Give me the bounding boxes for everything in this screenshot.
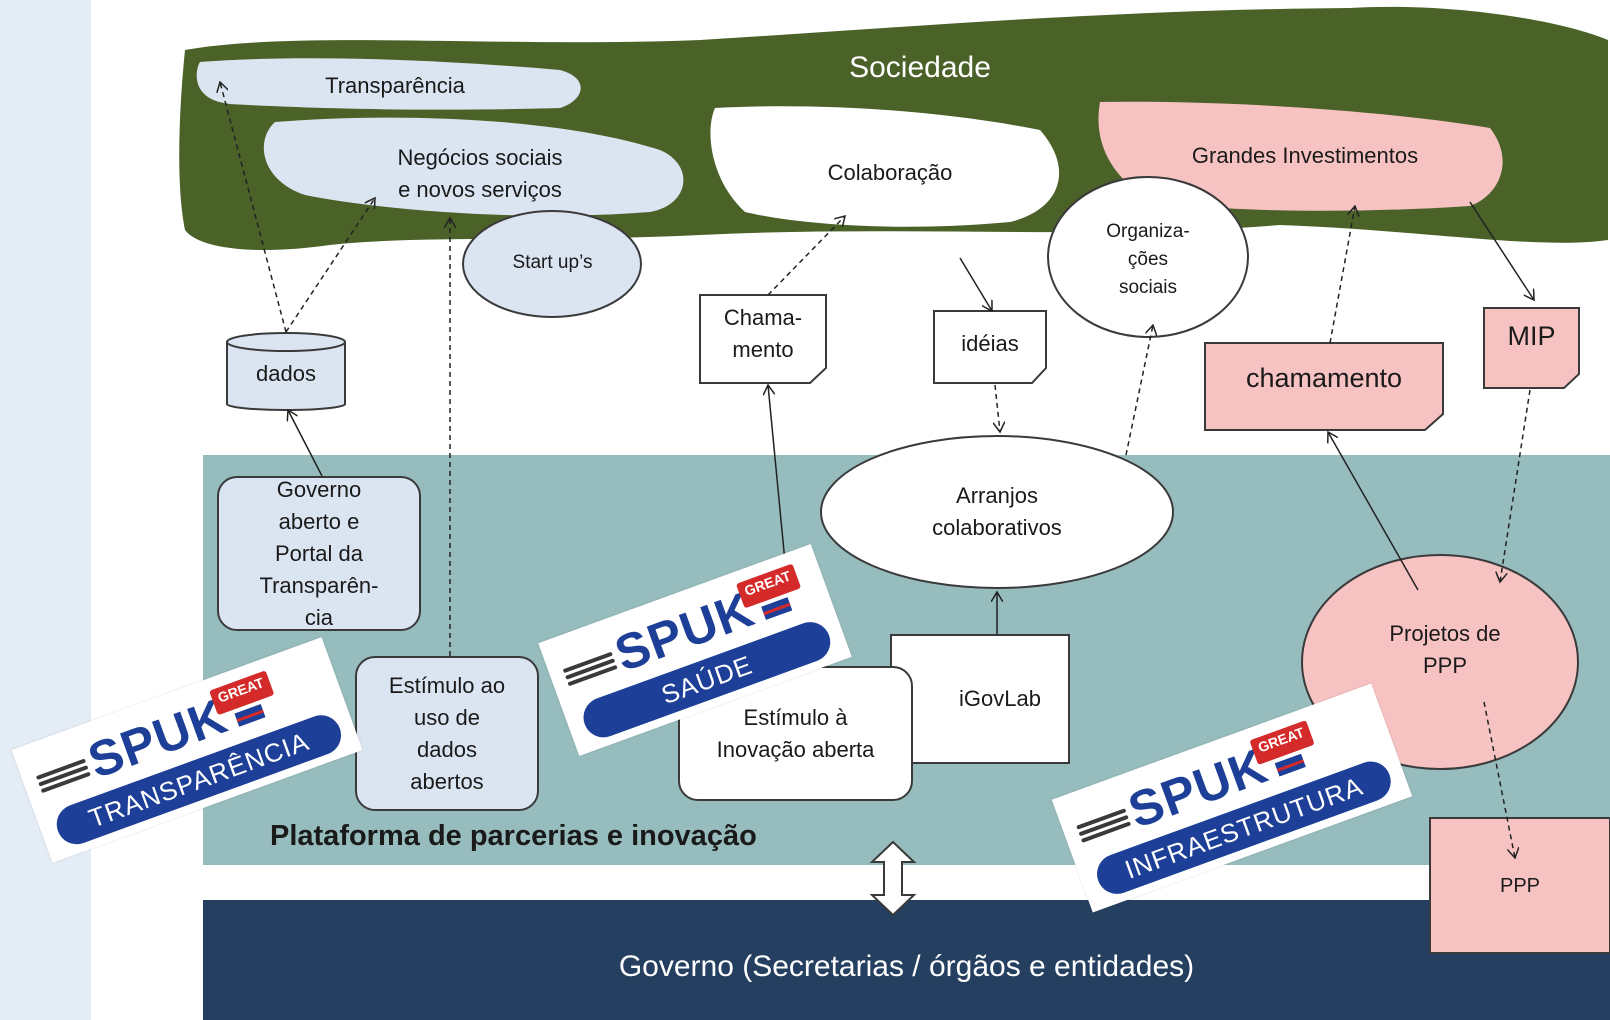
dados-cylinder	[226, 332, 346, 411]
governo-aberto-line-5: cia	[304, 604, 334, 630]
ideias-label: idéias	[961, 331, 1019, 356]
mip-note	[1483, 307, 1580, 389]
mip-to-projetos-arrow	[1500, 389, 1531, 582]
arranjos-line-1: Arranjos	[956, 483, 1038, 508]
double-arrow	[869, 840, 917, 917]
estimulo-dados-box: Estímulo ao uso de dados abertos	[355, 656, 539, 811]
estimulo-dados-line-1: Estímulo ao	[388, 672, 506, 698]
arranjos-ellipse	[820, 435, 1174, 589]
estimulo-dados-line-4: abertos	[410, 768, 484, 794]
chamamento-pink-note	[1204, 342, 1444, 431]
grandes-investimentos-cloud	[1098, 101, 1503, 211]
governo-aberto-line-3: Portal da	[274, 540, 364, 566]
projetos-to-chamamento-arrow	[1328, 432, 1419, 591]
chamamento-to-colaboracao-arrow	[767, 216, 845, 296]
colaboracao-to-ideias-arrow	[959, 257, 992, 311]
ideias-to-arranjos-arrow	[995, 384, 1000, 432]
grandes-investimentos-label: Grandes Investimentos	[1191, 143, 1419, 168]
chamamento-note-label: Chama- mento	[700, 302, 826, 366]
dados-label: dados	[256, 361, 316, 386]
negocios-cloud	[263, 117, 684, 216]
plataforma-label: Plataforma de parcerias e inovação	[270, 820, 757, 852]
organizacoes-ellipse	[1047, 176, 1249, 338]
governo-aberto-box: Governo aberto e Portal da Transparên- c…	[217, 476, 421, 631]
organizacoes-line-1: Organiza-	[1106, 221, 1190, 242]
negocios-label: Negócios sociais e novos serviços	[360, 142, 600, 206]
igovlab-box: iGovLab	[890, 634, 1070, 764]
negocios-line-1: Negócios sociais	[397, 145, 563, 170]
estimulo-dados-line-2: uso de	[413, 704, 481, 730]
governo-label: Governo (Secretarias / órgãos e entidade…	[618, 950, 1195, 983]
organizacoes-label: Organiza- ções sociais	[1088, 218, 1208, 302]
arranjos-to-organizacoes-arrow	[1125, 325, 1153, 456]
sp-logo-icon	[1075, 805, 1134, 851]
sp-logo-icon	[562, 649, 621, 695]
chamamento-note-line-2: mento	[732, 337, 794, 362]
colaboracao-label: Colaboração	[827, 160, 953, 185]
projetos-ppp-line-1: Projetos de	[1389, 621, 1501, 646]
transparencia-cloud	[196, 58, 581, 110]
chamamento-box-label: chamamento	[1245, 363, 1403, 393]
great-britain-tag: GREAT	[735, 563, 802, 609]
ppp-box	[1429, 817, 1610, 954]
grandes-to-mip-arrow	[1469, 201, 1534, 300]
ppp-label: PPP	[1499, 875, 1541, 897]
governo-aberto-line-1: Governo	[276, 476, 362, 502]
organizacoes-line-3: sociais	[1118, 277, 1178, 298]
governo-to-dados-arrow	[288, 410, 323, 477]
organizacoes-line-2: ções	[1127, 249, 1169, 270]
arranjos-label: Arranjos colaborativos	[897, 480, 1097, 544]
negocios-line-2: e novos serviços	[398, 177, 562, 202]
ideias-note	[933, 310, 1047, 384]
great-britain-tag: GREAT	[1249, 720, 1315, 766]
dados-to-transparencia-arrow	[220, 82, 287, 333]
great-britain-tag: GREAT	[209, 670, 275, 716]
igovlab-label: iGovLab	[959, 686, 1041, 711]
startups-ellipse	[462, 210, 642, 318]
mip-label: MIP	[1507, 321, 1556, 351]
estimulo-inovacao-line-1: Estímulo à	[743, 704, 848, 730]
governo-band	[203, 900, 1610, 1020]
estimulo-dados-line-3: dados	[417, 736, 477, 762]
chamamento-note-line-1: Chama-	[723, 305, 803, 330]
chamamento-note	[699, 294, 827, 384]
colaboracao-cloud	[710, 106, 1060, 227]
governo-aberto-line-4: Transparên-	[259, 572, 379, 598]
transparencia-label: Transparência	[325, 73, 465, 98]
sociedade-label: Sociedade	[849, 51, 991, 84]
projetos-ppp-label: Projetos de PPP	[1360, 618, 1530, 682]
arranjos-line-2: colaborativos	[932, 515, 1062, 540]
governo-aberto-line-2: aberto e	[278, 508, 360, 534]
estimulo-inovacao-line-2: Inovação aberta	[716, 736, 875, 762]
projetos-ppp-line-2: PPP	[1422, 653, 1468, 678]
startups-label: Start up’s	[512, 252, 593, 273]
sp-logo-icon	[35, 756, 94, 802]
